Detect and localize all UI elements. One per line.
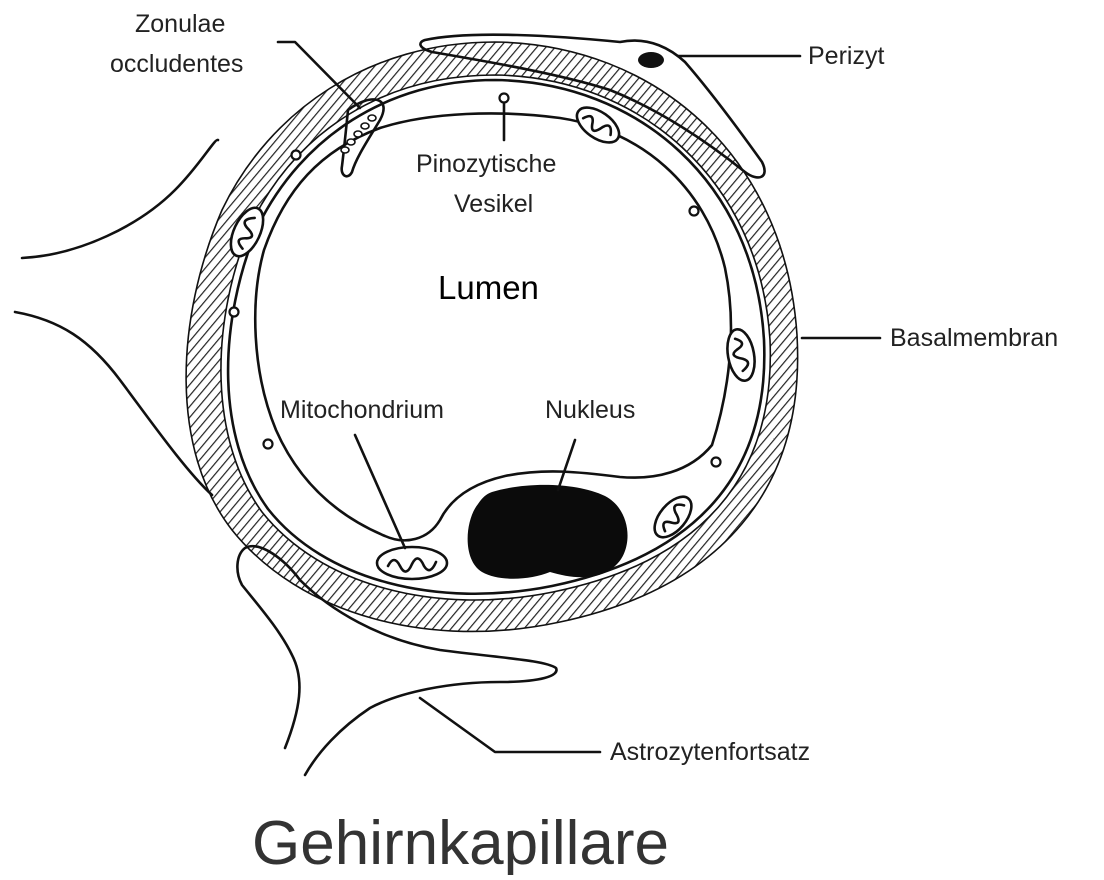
label-astrozytenfortsatz: Astrozytenfortsatz: [610, 738, 810, 766]
label-lumen: Lumen: [438, 269, 539, 306]
pericyte-nucleus: [638, 52, 664, 68]
endothelial-nucleus: [468, 485, 628, 579]
leader-mitochondrium: [355, 435, 405, 548]
diagram-title: Gehirnkapillare: [252, 809, 669, 875]
leader-astrozytenfortsatz: [420, 698, 600, 752]
label-pinozytische-line2: Vesikel: [454, 190, 533, 218]
label-basalmembran: Basalmembran: [890, 324, 1058, 352]
label-pinozytische-line1: Pinozytische: [416, 150, 556, 178]
astrocyte-foot-bottom: [237, 546, 556, 775]
label-mitochondrium: Mitochondrium: [280, 396, 444, 424]
label-perizyt: Perizyt: [808, 42, 884, 70]
mitochondrion-bottom: [377, 547, 447, 579]
label-nukleus: Nukleus: [545, 396, 635, 424]
tight-junction-flap: [342, 99, 384, 176]
label-zonulae-line1: Zonulae: [135, 10, 225, 38]
label-zonulae-line2: occludentes: [110, 50, 243, 78]
astrocyte-foot-left: [15, 140, 218, 495]
leader-nukleus: [558, 440, 575, 490]
